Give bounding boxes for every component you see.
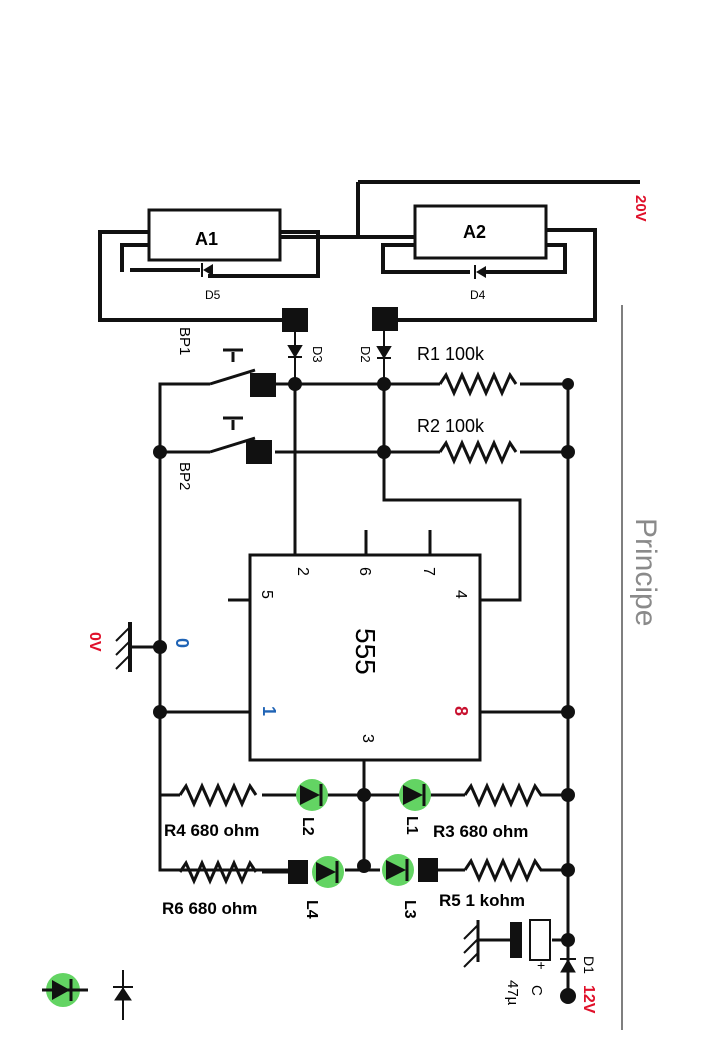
ic-555 bbox=[248, 553, 482, 762]
diode-d3 bbox=[287, 332, 303, 378]
connector-block bbox=[246, 440, 272, 464]
diode-d2 bbox=[376, 331, 392, 384]
label-cap: C bbox=[528, 985, 545, 996]
pin-6: 6 bbox=[356, 567, 373, 576]
relay-a2 bbox=[413, 204, 548, 260]
resistor-r6 bbox=[178, 861, 258, 883]
label-l4: L4 bbox=[303, 900, 320, 919]
wires-main bbox=[130, 382, 570, 990]
pin-8: 8 bbox=[451, 706, 471, 716]
label-d4: D4 bbox=[470, 288, 486, 302]
label-bp2: BP2 bbox=[176, 462, 193, 490]
led-l1 bbox=[399, 779, 431, 811]
resistor-r2 bbox=[438, 441, 518, 463]
label-r6: R6 680 ohm bbox=[162, 899, 257, 918]
connector-block bbox=[250, 373, 276, 397]
ground-symbol bbox=[115, 622, 132, 672]
resistor-r1 bbox=[438, 373, 518, 395]
pin-5: 5 bbox=[258, 590, 275, 599]
label-r2: R2 100k bbox=[417, 416, 485, 436]
led-l3 bbox=[382, 854, 414, 886]
label-20v: 20V bbox=[632, 195, 649, 222]
label-ic: 555 bbox=[350, 628, 381, 675]
connector-block bbox=[418, 858, 438, 882]
label-d5: D5 bbox=[205, 288, 221, 302]
label-r3: R3 680 ohm bbox=[433, 822, 528, 841]
resistor-r5 bbox=[463, 859, 543, 881]
resistor-r4 bbox=[178, 784, 258, 806]
connector-block bbox=[282, 308, 308, 332]
capacitor-c bbox=[463, 919, 551, 968]
label-l1: L1 bbox=[403, 816, 420, 835]
label-cap-plus: + bbox=[537, 957, 545, 973]
label-r4: R4 680 ohm bbox=[164, 821, 259, 840]
pin-4: 4 bbox=[452, 590, 469, 599]
label-bp1: BP1 bbox=[176, 327, 193, 355]
pin-2: 2 bbox=[294, 567, 311, 576]
diode-d5 bbox=[201, 263, 213, 277]
label-cap-value: 47µ bbox=[504, 980, 521, 1006]
pushbutton-bp1 bbox=[209, 348, 256, 386]
side-title: Principe bbox=[629, 518, 662, 626]
wires-top bbox=[98, 180, 640, 322]
label-0v: 0V bbox=[86, 632, 103, 652]
legend-diode-symbol bbox=[113, 970, 133, 1020]
pin-7: 7 bbox=[420, 567, 437, 576]
label-l3: L3 bbox=[401, 900, 418, 919]
label-a1: A1 bbox=[195, 229, 218, 249]
connector-block bbox=[372, 307, 398, 331]
pin-3: 3 bbox=[359, 734, 376, 743]
diode-d1 bbox=[560, 940, 576, 996]
pin-0: 0 bbox=[172, 638, 192, 648]
label-a2: A2 bbox=[463, 222, 486, 242]
label-d2: D2 bbox=[358, 346, 373, 363]
legend-led-symbol bbox=[42, 973, 88, 1007]
label-d1: D1 bbox=[581, 956, 597, 974]
label-d3: D3 bbox=[310, 346, 325, 363]
label-l2: L2 bbox=[299, 817, 316, 836]
label-r5: R5 1 kohm bbox=[439, 891, 525, 910]
relay-a1 bbox=[147, 208, 282, 262]
junction-dots bbox=[153, 377, 576, 1004]
led-l4 bbox=[312, 856, 344, 888]
resistor-r3 bbox=[463, 784, 543, 806]
connector-block bbox=[288, 860, 308, 884]
label-12v: 12V bbox=[580, 985, 597, 1014]
diode-d4 bbox=[474, 265, 486, 279]
label-r1: R1 100k bbox=[417, 344, 485, 364]
led-l2 bbox=[296, 779, 328, 811]
pin-1: 1 bbox=[259, 706, 279, 716]
